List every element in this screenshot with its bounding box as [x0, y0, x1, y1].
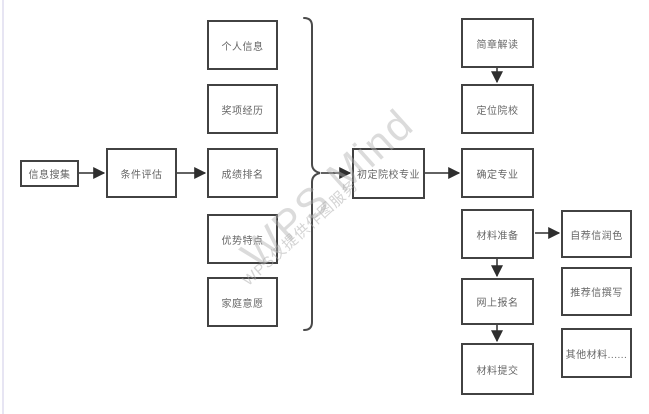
node-label: 个人信息 [221, 41, 264, 53]
node-label: 推荐信撰写 [570, 288, 623, 299]
node-label: 材料提交 [476, 365, 519, 377]
node-label: 网上报名 [476, 298, 519, 309]
node-awards[interactable]: 奖项经历 [207, 84, 278, 134]
node-recommend-letter[interactable]: 推荐信撰写 [561, 267, 632, 316]
node-label: 简章解读 [476, 39, 519, 51]
node-label: 成绩排名 [221, 169, 264, 181]
node-label: 奖项经历 [221, 105, 264, 117]
brace [303, 17, 321, 331]
node-material-prep[interactable]: 材料准备 [461, 209, 534, 259]
node-strengths[interactable]: 优势特点 [207, 214, 278, 264]
node-initial-school[interactable]: 初定院校专业 [352, 148, 425, 199]
node-personal-info[interactable]: 个人信息 [207, 20, 278, 70]
node-confirm-major[interactable]: 确定专业 [461, 148, 534, 198]
node-label: 自荐信润色 [570, 230, 623, 242]
node-label: 确定专业 [476, 169, 519, 181]
node-label: 家庭意愿 [221, 298, 264, 310]
node-condition-eval[interactable]: 条件评估 [106, 148, 177, 198]
node-label: 其他材料...... [565, 349, 628, 361]
node-label: 初定院校专业 [357, 170, 420, 181]
node-material-submit[interactable]: 材料提交 [461, 343, 534, 395]
node-self-letter[interactable]: 自荐信润色 [561, 210, 632, 258]
node-label: 定位院校 [476, 105, 519, 117]
node-label: 条件评估 [120, 169, 163, 181]
node-brochure[interactable]: 简章解读 [461, 18, 534, 68]
node-info-collect[interactable]: 信息搜集 [20, 160, 79, 187]
node-grade-rank[interactable]: 成绩排名 [207, 148, 278, 198]
node-other-materials[interactable]: 其他材料...... [561, 328, 632, 378]
window-edge-strip [2, 0, 4, 414]
node-label: 材料准备 [476, 230, 519, 242]
node-family-wish[interactable]: 家庭意愿 [207, 277, 278, 327]
node-online-apply[interactable]: 网上报名 [461, 278, 534, 325]
node-label: 优势特点 [221, 235, 264, 247]
node-locate-school[interactable]: 定位院校 [461, 84, 534, 134]
node-label: 信息搜集 [28, 170, 71, 181]
